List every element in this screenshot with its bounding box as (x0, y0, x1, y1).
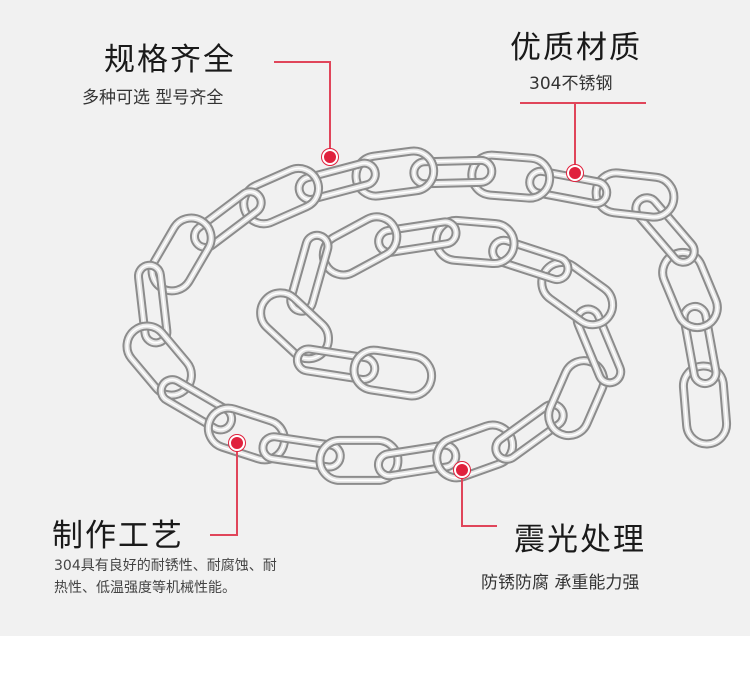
chain-link (156, 375, 237, 435)
chain-link (122, 321, 196, 400)
chain-link (315, 435, 403, 485)
chain-link (292, 344, 380, 385)
material-title: 优质材质 (510, 30, 642, 66)
chain-link (351, 146, 439, 201)
product-background (0, 0, 750, 636)
finish-marker-dot (454, 462, 470, 478)
craft-line-v (236, 443, 238, 536)
chain-link (572, 304, 626, 388)
craft-desc-2: 热性、低温强度等机械性能。 (54, 580, 236, 596)
craft-marker-dot (229, 435, 245, 451)
finish-line (461, 525, 497, 527)
chain-link (679, 301, 721, 389)
chain-link (467, 150, 555, 203)
chain-link (349, 345, 437, 401)
chain-link (286, 230, 333, 316)
chain-link (631, 193, 699, 267)
specs-line (274, 61, 330, 63)
finish-title: 震光处理 (514, 522, 646, 558)
chain-link (294, 158, 380, 204)
finish-subtitle: 防锈防腐 承重能力强 (481, 573, 640, 593)
chain-link (491, 399, 568, 464)
chain-link (133, 260, 172, 348)
chain-link (189, 187, 266, 252)
chain-link (678, 361, 732, 449)
chain-link (373, 440, 461, 481)
chain-link (203, 403, 289, 465)
chain-link (409, 155, 497, 189)
chain-link (374, 217, 461, 257)
finish-line-v (461, 470, 463, 526)
craft-line (210, 534, 238, 536)
material-line (520, 102, 646, 104)
chain-link (147, 213, 216, 296)
material-marker-dot (567, 165, 583, 181)
craft-title: 制作工艺 (52, 518, 184, 554)
chain-link (537, 258, 618, 330)
craft-desc-1: 304具有良好的耐锈性、耐腐蚀、耐 (54, 558, 277, 574)
chain-link (431, 215, 519, 269)
specs-line-v (329, 61, 331, 156)
chain-link (488, 235, 573, 285)
specs-title: 规格齐全 (104, 42, 236, 78)
chain-link (258, 432, 345, 472)
chain-link (591, 168, 679, 222)
chain-link (239, 163, 324, 229)
chain-link (432, 420, 518, 483)
specs-subtitle: 多种可选 型号齐全 (82, 88, 224, 108)
material-line-v (574, 102, 576, 172)
material-subtitle: 304不锈钢 (529, 74, 613, 94)
specs-marker-dot (322, 149, 338, 165)
